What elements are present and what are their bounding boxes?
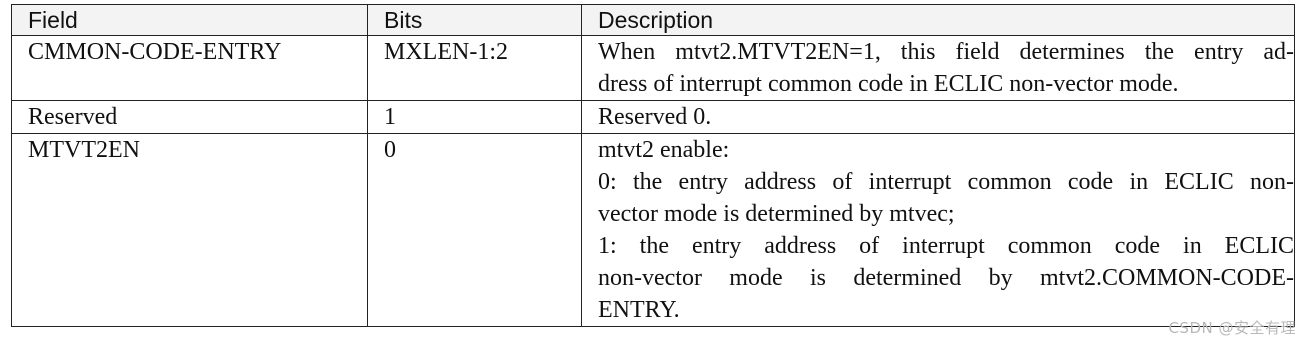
- description-cell: Reserved 0.: [581, 100, 1295, 134]
- bits-cell: MXLEN-1:2: [367, 35, 582, 101]
- table-row: CMMON-CODE-ENTRY MXLEN-1:2 When mtvt2.MT…: [11, 35, 1295, 101]
- description-line: vector mode is determined by mtvec;: [598, 201, 955, 227]
- description-line: 1: the entry address of interrupt common…: [598, 233, 1294, 259]
- field-cell: Reserved: [11, 100, 368, 134]
- field-cell: MTVT2EN: [11, 133, 368, 327]
- table-header-row: Field Bits Description: [11, 4, 1295, 36]
- table-row: Reserved 1 Reserved 0.: [11, 100, 1295, 134]
- header-bits: Bits: [367, 4, 582, 36]
- description-line: dress of interrupt common code in ECLIC …: [598, 71, 1179, 97]
- field-cell: CMMON-CODE-ENTRY: [11, 35, 368, 101]
- description-line: 0: the entry address of interrupt common…: [598, 169, 1294, 195]
- description-line: mtvt2 enable:: [598, 137, 730, 163]
- description-line: When mtvt2.MTVT2EN=1, this field determi…: [598, 39, 1294, 65]
- description-line: non-vector mode is determined by mtvt2.C…: [598, 265, 1294, 291]
- table-row: MTVT2EN 0 mtvt2 enable: 0: the entry add…: [11, 133, 1295, 327]
- description-cell: When mtvt2.MTVT2EN=1, this field determi…: [581, 35, 1295, 101]
- bits-cell: 1: [367, 100, 582, 134]
- header-description: Description: [581, 4, 1295, 36]
- register-field-table: Field Bits Description CMMON-CODE-ENTRY …: [11, 4, 1295, 327]
- description-line: ENTRY.: [598, 297, 680, 323]
- watermark-text: CSDN @安全有理: [1168, 319, 1296, 337]
- bits-cell: 0: [367, 133, 582, 327]
- description-cell: mtvt2 enable: 0: the entry address of in…: [581, 133, 1295, 327]
- header-field: Field: [11, 4, 368, 36]
- description-line: Reserved 0.: [598, 104, 712, 130]
